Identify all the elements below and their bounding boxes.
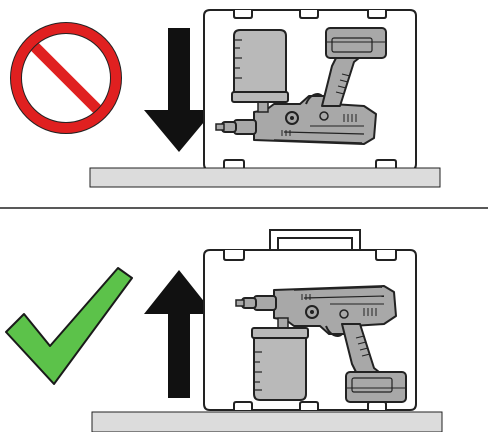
case-upright [204,250,416,410]
checkmark-icon [6,268,132,384]
panel-incorrect [11,10,441,187]
panel-correct [6,230,442,432]
prohibition-icon [11,23,122,134]
shelf-top [90,168,440,187]
case-upside-down [204,10,416,170]
case-handle [270,230,360,252]
shelf-bottom [92,412,442,432]
